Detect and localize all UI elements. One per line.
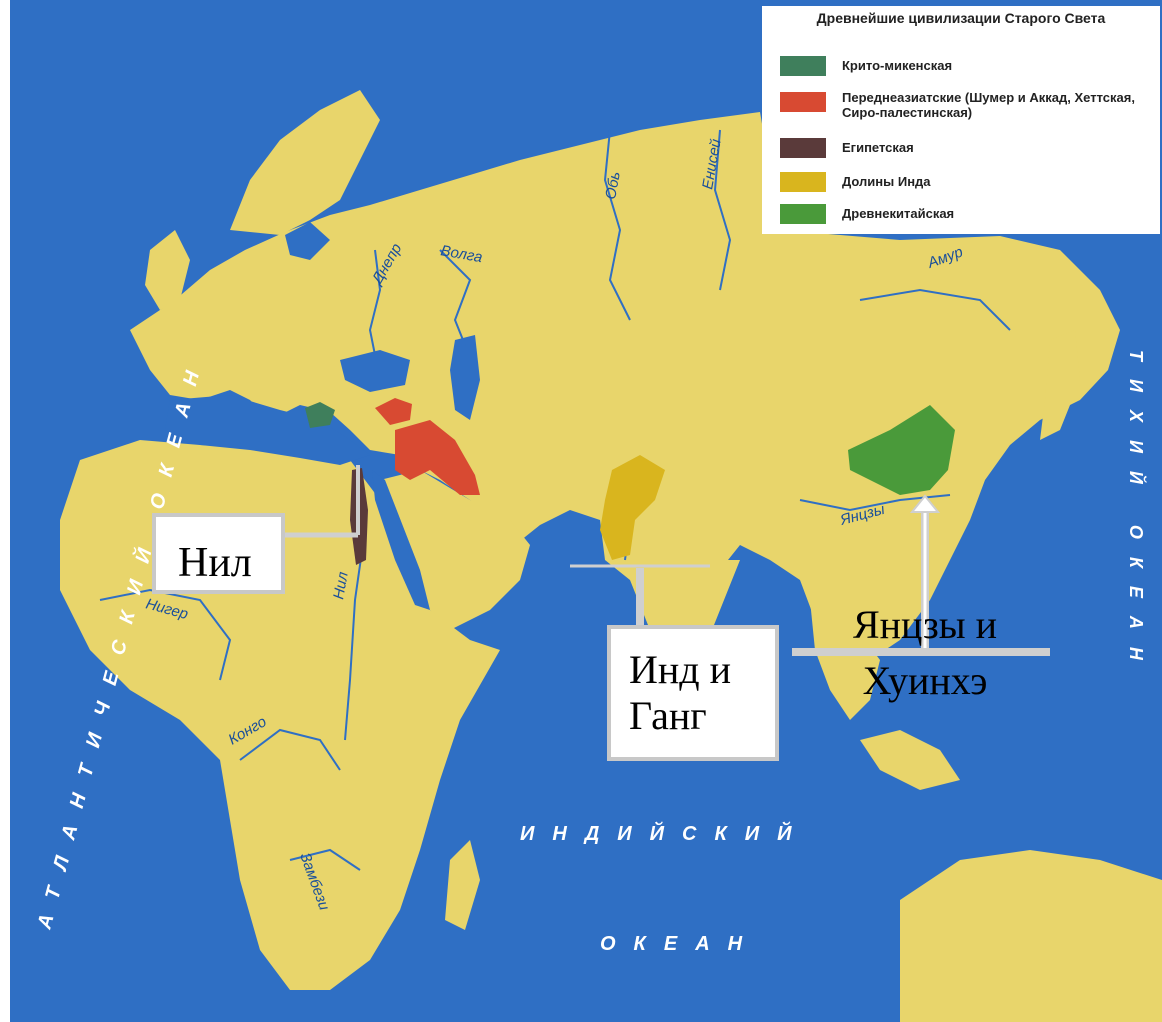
river-niger bbox=[99, 588, 232, 681]
legend-label: Переднеазиатские (Шумер и Аккад, Хеттска… bbox=[842, 90, 1135, 120]
sea-caspian bbox=[450, 335, 480, 420]
land-madagascar bbox=[445, 840, 480, 930]
land-scandinavia bbox=[230, 90, 380, 235]
river-congo bbox=[239, 728, 341, 771]
land-australia bbox=[900, 850, 1162, 1022]
yangtze-arrowhead bbox=[909, 494, 941, 513]
land-indochina bbox=[810, 600, 880, 720]
river-yenisei bbox=[713, 129, 732, 291]
sea-red bbox=[372, 470, 430, 610]
callout-indus-ganges: Инд и Ганг bbox=[607, 625, 779, 761]
callout-yangtze-line2: Хуинхэ bbox=[862, 658, 988, 703]
callout-indus-line2: Ганг bbox=[629, 693, 707, 738]
sea-mediterranean bbox=[165, 395, 370, 465]
legend-item-china: Древнекитайская bbox=[780, 202, 1150, 242]
legend-item-egypt: Египетская bbox=[780, 136, 1150, 176]
legend-title: Древнейшие цивилизации Старого Света bbox=[816, 10, 1106, 26]
legend-item-indus: Долины Инда bbox=[780, 170, 1150, 210]
left-margin bbox=[0, 0, 10, 1022]
river-volga bbox=[439, 249, 472, 346]
legend-swatch-indus bbox=[780, 172, 826, 192]
legend: Древнейшие цивилизации Старого Света Кри… bbox=[762, 6, 1160, 234]
callout-yangtze-line1: Янцзы и bbox=[852, 602, 998, 647]
sea-black bbox=[340, 350, 410, 392]
river-amur bbox=[859, 288, 1011, 331]
callout-indus-line1: Инд и bbox=[629, 647, 732, 692]
legend-item-crete-mycenae: Крито-микенская bbox=[780, 54, 1150, 94]
region-near-east-anatolia bbox=[375, 398, 412, 425]
land-japan bbox=[1040, 330, 1080, 440]
sea-baltic bbox=[285, 222, 330, 260]
callout-nile-text: Нил bbox=[178, 540, 252, 586]
river-zambezi bbox=[289, 848, 361, 871]
callout-yangtze-huanghe: Янцзы и Хуинхэ bbox=[820, 602, 1030, 712]
river-label-nile: Нил bbox=[330, 570, 352, 601]
legend-label: Крито-микенская bbox=[842, 58, 953, 73]
legend-swatch-china bbox=[780, 204, 826, 224]
river-dnieper bbox=[368, 249, 382, 356]
river-label-ob: Обь bbox=[602, 170, 624, 201]
legend-swatch-crete-mycenae bbox=[780, 56, 826, 76]
legend-item-near-east: Переднеазиатские (Шумер и Аккад, Хеттска… bbox=[780, 90, 1150, 130]
legend-label: Египетская bbox=[842, 140, 914, 155]
legend-label: Древнекитайская bbox=[842, 206, 955, 221]
rivers bbox=[99, 129, 1011, 871]
land-eurasia bbox=[130, 112, 1120, 660]
ocean-label-indian-1: ИНДИЙСКИЙ bbox=[520, 821, 810, 845]
region-crete-mycenae bbox=[305, 402, 335, 428]
river-ob bbox=[603, 129, 631, 321]
region-indus bbox=[600, 455, 665, 560]
legend-swatch-egypt bbox=[780, 138, 826, 158]
legend-label: Долины Инда bbox=[842, 174, 931, 189]
ocean-label-indian-2: ОКЕАН bbox=[600, 933, 760, 955]
legend-swatch-near-east bbox=[780, 92, 826, 112]
callout-nile: Нил bbox=[152, 513, 285, 594]
land-indonesia bbox=[860, 730, 960, 790]
land-britain bbox=[145, 230, 190, 310]
ocean-label-pacific: ТИХИЙ ОКЕАН bbox=[1126, 350, 1147, 678]
region-china bbox=[848, 405, 955, 495]
region-near-east-mesopotamia bbox=[395, 420, 480, 495]
